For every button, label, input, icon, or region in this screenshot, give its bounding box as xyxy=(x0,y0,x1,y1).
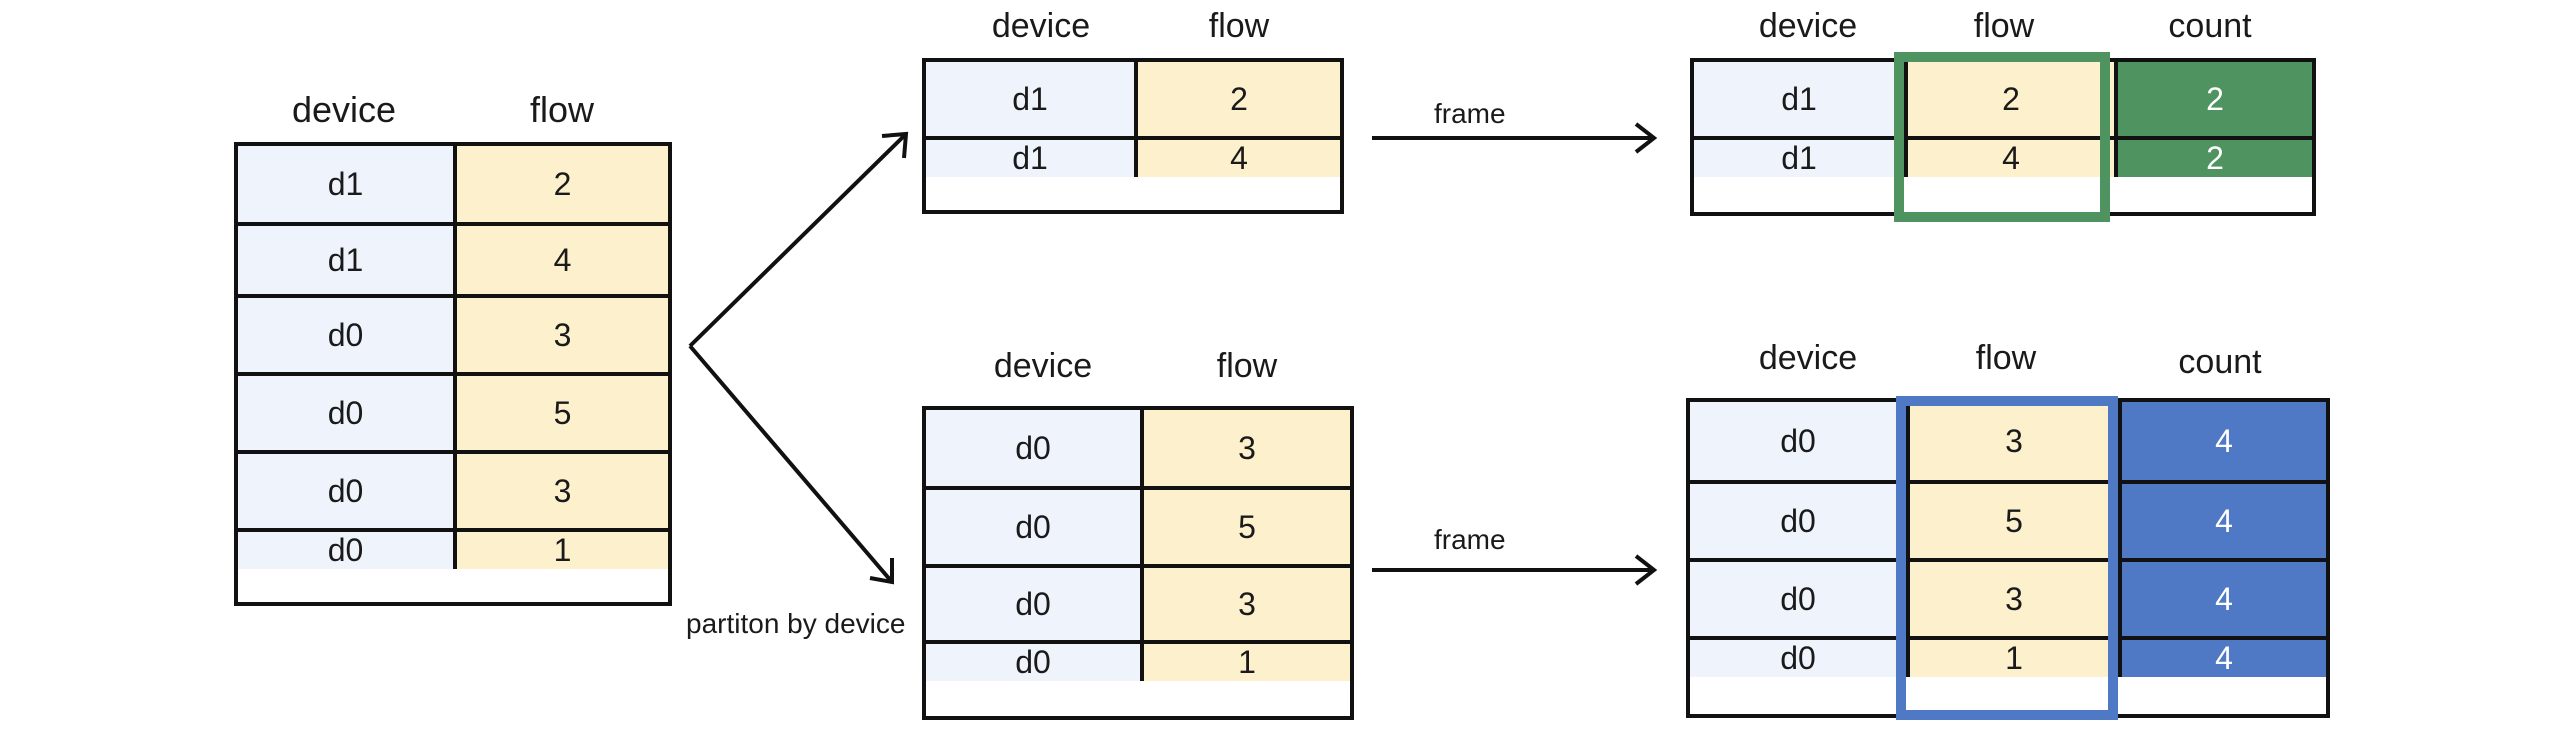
device-cell: d0 xyxy=(238,532,453,569)
device-cell: d0 xyxy=(926,644,1140,681)
table-row: d0 3 xyxy=(926,564,1350,640)
partition-d1-header-flow: flow xyxy=(1208,7,1270,45)
partition-arrow-up xyxy=(688,132,908,348)
table-row: d0 5 xyxy=(926,486,1350,564)
flow-cell: 3 xyxy=(453,298,668,372)
count-cell: 4 xyxy=(2118,402,2326,480)
table-row: d0 3 xyxy=(926,410,1350,486)
flow-cell: 3 xyxy=(1906,402,2118,480)
partition-arrow-down xyxy=(688,344,894,584)
flow-cell: 2 xyxy=(1134,62,1340,136)
table-row: d0 5 xyxy=(238,372,668,450)
flow-cell: 1 xyxy=(1906,640,2118,677)
result-d0-header-device: device xyxy=(1758,339,1858,377)
device-cell: d0 xyxy=(926,410,1140,486)
result-d0-header-count: count xyxy=(2178,343,2262,381)
flow-cell: 1 xyxy=(453,532,668,569)
count-cell: 2 xyxy=(2114,140,2312,177)
device-cell: d1 xyxy=(238,146,453,222)
source-table: d1 2 d1 4 d0 3 d0 5 d0 3 d0 1 xyxy=(234,142,672,606)
table-row: d1 4 xyxy=(926,136,1340,177)
flow-cell: 5 xyxy=(1140,490,1350,564)
flow-cell: 3 xyxy=(1140,410,1350,486)
device-cell: d1 xyxy=(926,140,1134,177)
result-d1-header-device: device xyxy=(1758,7,1858,45)
device-cell: d0 xyxy=(926,490,1140,564)
device-cell: d1 xyxy=(1694,140,1904,177)
table-row: d0 3 xyxy=(238,450,668,528)
flow-cell: 3 xyxy=(1906,562,2118,636)
partition-d1-header-device: device xyxy=(991,7,1091,45)
flow-cell: 3 xyxy=(1140,568,1350,640)
source-header-flow: flow xyxy=(529,89,595,130)
table-row: d1 4 2 xyxy=(1694,136,2312,177)
device-cell: d1 xyxy=(926,62,1134,136)
frame-label-bottom: frame xyxy=(1434,524,1506,555)
device-cell: d0 xyxy=(1690,640,1906,677)
partition-d0-header-flow: flow xyxy=(1216,347,1278,385)
flow-cell: 5 xyxy=(453,376,668,450)
table-row: d1 4 xyxy=(238,222,668,294)
flow-cell: 3 xyxy=(453,454,668,528)
device-cell: d0 xyxy=(1690,484,1906,558)
table-row: d0 3 4 xyxy=(1690,402,2326,480)
device-cell: d0 xyxy=(238,298,453,372)
flow-cell: 1 xyxy=(1140,644,1350,681)
partition-label: partiton by device xyxy=(686,608,906,639)
partition-arrow-up-head xyxy=(881,131,909,159)
device-cell: d1 xyxy=(238,226,453,294)
partition-arrow-down-head xyxy=(869,558,894,585)
frame-arrow-top-head xyxy=(1634,122,1658,154)
result-d1-table: d1 2 2 d1 4 2 xyxy=(1690,58,2316,216)
flow-cell: 2 xyxy=(1904,62,2114,136)
table-row: d0 5 4 xyxy=(1690,480,2326,558)
device-cell: d0 xyxy=(1690,402,1906,480)
flow-cell: 4 xyxy=(453,226,668,294)
count-cell: 4 xyxy=(2118,562,2326,636)
partition-d0-header-device: device xyxy=(993,347,1093,385)
result-d1-header-flow: flow xyxy=(1973,7,2035,45)
frame-arrow-bottom-head xyxy=(1634,554,1658,586)
table-row: d0 1 4 xyxy=(1690,636,2326,677)
count-cell: 4 xyxy=(2118,640,2326,677)
device-cell: d0 xyxy=(926,568,1140,640)
result-d0-header-flow: flow xyxy=(1975,339,2037,377)
table-row: d1 2 xyxy=(238,146,668,222)
table-row: d0 1 xyxy=(238,528,668,569)
count-cell: 2 xyxy=(2114,62,2312,136)
table-row: d0 3 4 xyxy=(1690,558,2326,636)
device-cell: d0 xyxy=(238,376,453,450)
table-row: d0 1 xyxy=(926,640,1350,681)
source-header-device: device xyxy=(291,89,397,130)
device-cell: d0 xyxy=(238,454,453,528)
table-row: d1 2 2 xyxy=(1694,62,2312,136)
result-d0-table: d0 3 4 d0 5 4 d0 3 4 d0 1 4 xyxy=(1686,398,2330,718)
partition-d0-table: d0 3 d0 5 d0 3 d0 1 xyxy=(922,406,1354,720)
device-cell: d0 xyxy=(1690,562,1906,636)
flow-cell: 4 xyxy=(1904,140,2114,177)
flow-cell: 2 xyxy=(453,146,668,222)
partition-d1-table: d1 2 d1 4 xyxy=(922,58,1344,214)
table-row: d1 2 xyxy=(926,62,1340,136)
result-d1-header-count: count xyxy=(2168,7,2252,45)
flow-cell: 4 xyxy=(1134,140,1340,177)
table-row: d0 3 xyxy=(238,294,668,372)
frame-label-top: frame xyxy=(1434,98,1506,129)
device-cell: d1 xyxy=(1694,62,1904,136)
count-cell: 4 xyxy=(2118,484,2326,558)
flow-cell: 5 xyxy=(1906,484,2118,558)
